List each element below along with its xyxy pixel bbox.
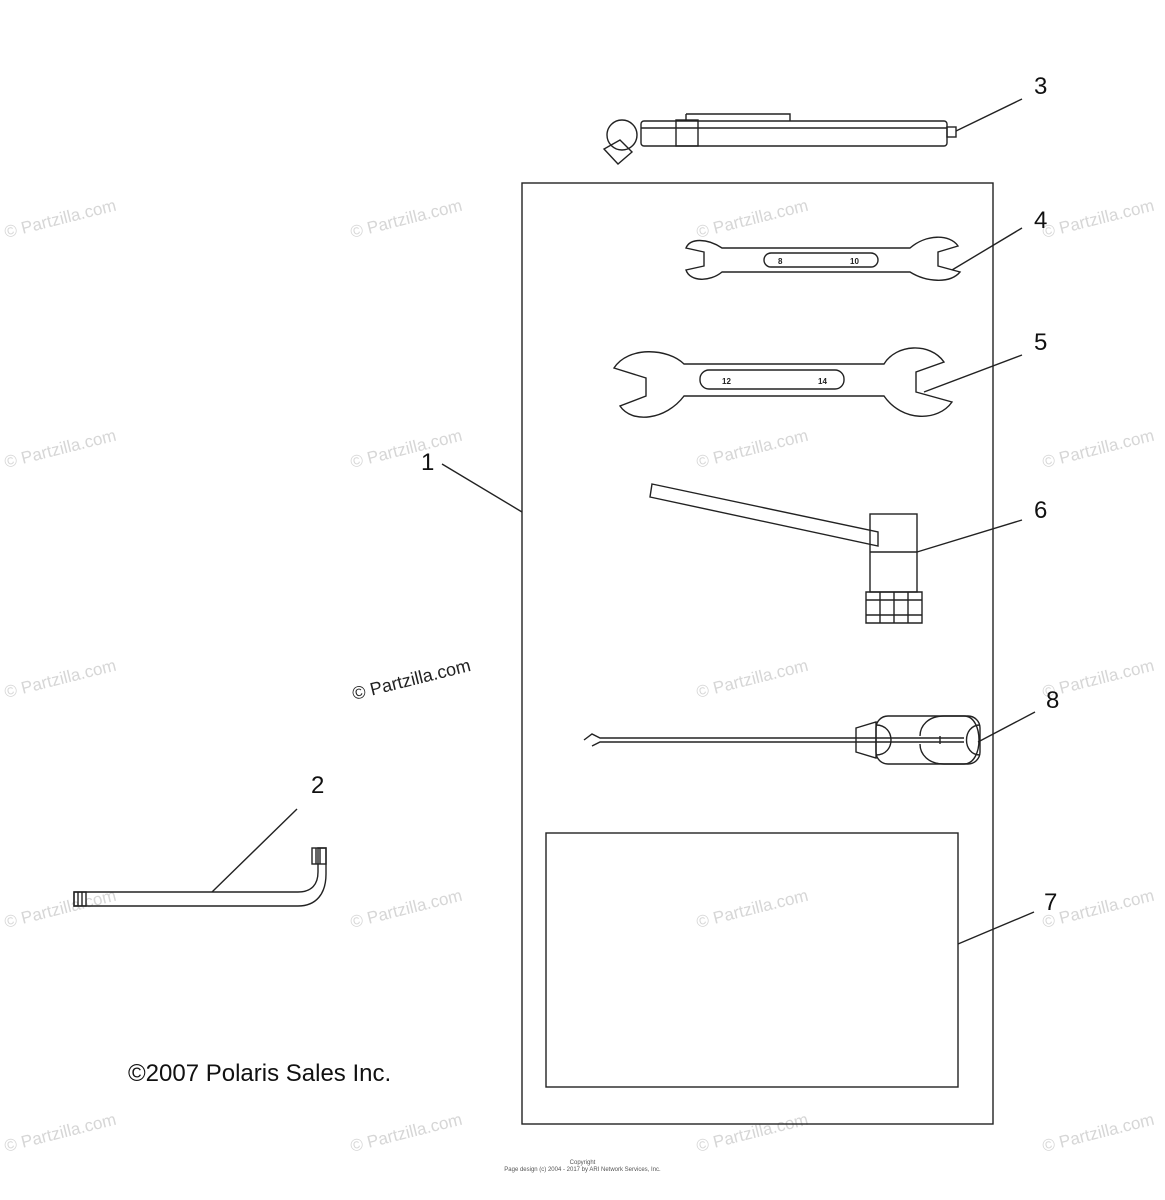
watermark-main: © Partzilla.com <box>350 655 473 704</box>
watermark: © Partzilla.com <box>348 196 464 242</box>
callout-6: 6 <box>1034 497 1047 524</box>
watermark: © Partzilla.com <box>1040 196 1156 242</box>
watermark: © Partzilla.com <box>348 426 464 472</box>
screwdriver-icon <box>583 715 981 765</box>
watermark: © Partzilla.com <box>2 196 118 242</box>
footer-line-1: Copyright <box>569 1160 596 1166</box>
tool-pouch <box>521 182 994 1125</box>
callout-7: 7 <box>1044 889 1057 916</box>
tire-gauge-icon <box>602 113 957 165</box>
callout-3: 3 <box>1034 73 1047 100</box>
watermark: © Partzilla.com <box>694 426 810 472</box>
hex-key-icon <box>73 847 327 907</box>
watermark: © Partzilla.com <box>2 656 118 702</box>
callout-8: 8 <box>1046 687 1059 714</box>
watermark: © Partzilla.com <box>694 656 810 702</box>
watermark: © Partzilla.com <box>348 1110 464 1156</box>
wrench-small-icon <box>685 236 962 281</box>
wrench-small-size-a: 8 <box>778 257 783 266</box>
watermark: © Partzilla.com <box>2 426 118 472</box>
owners-manual <box>545 832 959 1088</box>
watermark: © Partzilla.com <box>2 1110 118 1156</box>
wrench-large-size-a: 12 <box>722 377 731 386</box>
leader-lines <box>211 98 1036 945</box>
page-footer: Copyright Page design (c) 2004 - 2017 by… <box>0 1160 1165 1174</box>
wrench-large-icon <box>612 347 954 418</box>
callout-5: 5 <box>1034 329 1047 356</box>
spark-plug-socket-icon <box>649 483 923 624</box>
footer-line-2: Page design (c) 2004 - 2017 by ARI Netwo… <box>504 1167 661 1173</box>
callout-1: 1 <box>421 449 434 476</box>
wrench-small-size-b: 10 <box>850 257 859 266</box>
watermark: © Partzilla.com <box>1040 886 1156 932</box>
watermarks: © Partzilla.com © Partzilla.com © Partzi… <box>2 196 1156 1156</box>
wrench-large-size-b: 14 <box>818 377 827 386</box>
watermark: © Partzilla.com <box>348 886 464 932</box>
callout-2: 2 <box>311 772 324 799</box>
watermark: © Partzilla.com <box>694 886 810 932</box>
watermark: © Partzilla.com <box>1040 426 1156 472</box>
copyright-notice: ©2007 Polaris Sales Inc. <box>128 1060 392 1087</box>
callout-4: 4 <box>1034 207 1047 234</box>
watermark: © Partzilla.com <box>694 196 810 242</box>
watermark: © Partzilla.com <box>694 1110 810 1156</box>
watermark: © Partzilla.com <box>1040 1110 1156 1156</box>
